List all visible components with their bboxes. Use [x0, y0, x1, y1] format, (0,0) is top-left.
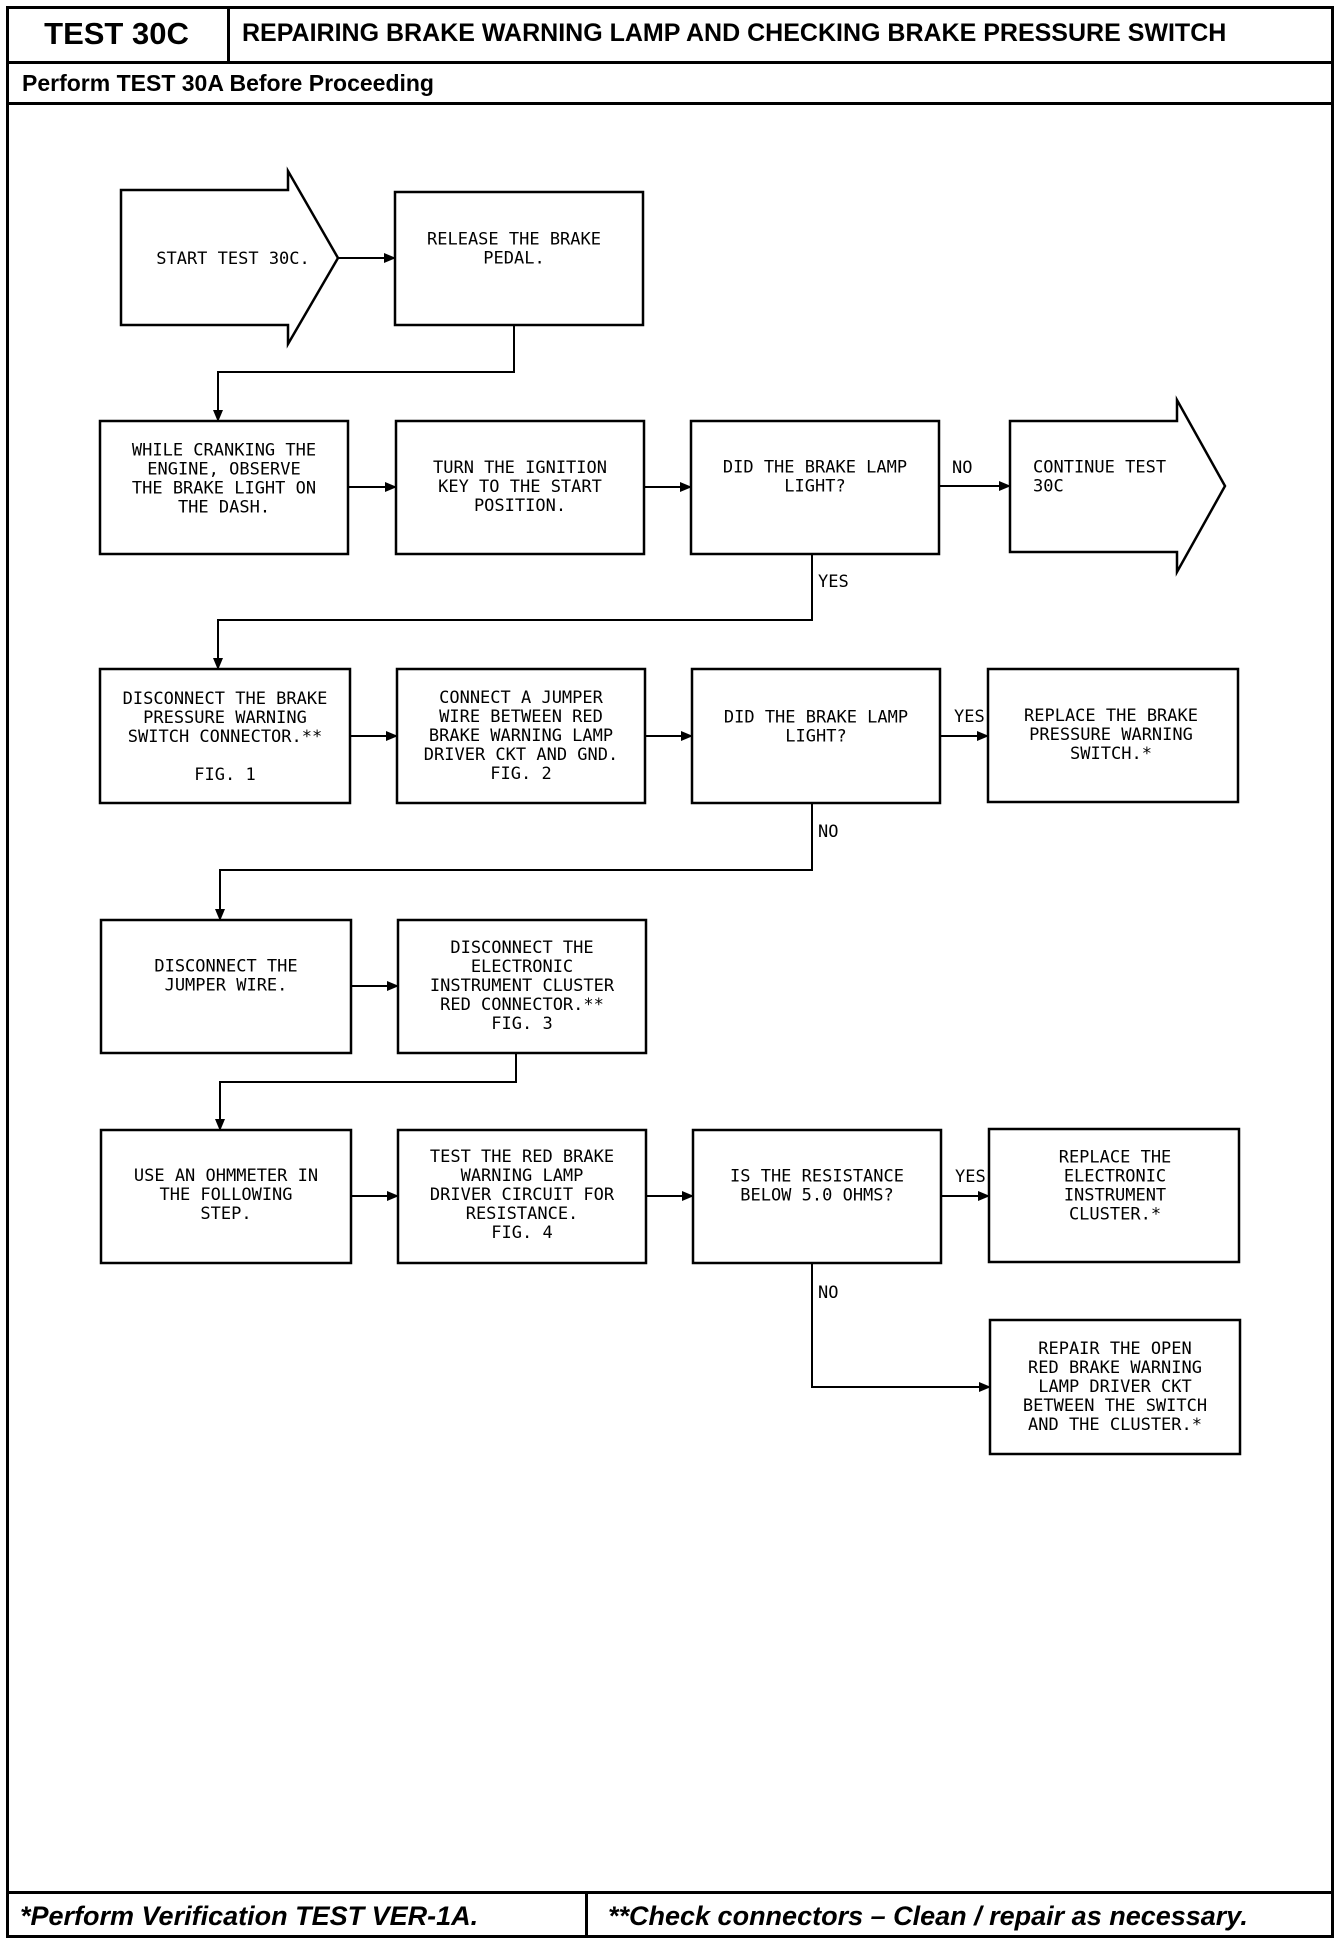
node-text-line: PRESSURE WARNING — [1029, 725, 1193, 745]
decision1-no-label: NO — [952, 458, 972, 478]
test-id: TEST 30C — [6, 6, 230, 64]
node-text-line: ELECTRONIC — [471, 957, 573, 977]
node-text-line: WIRE BETWEEN RED — [439, 707, 603, 727]
decision1-yes-label: YES — [818, 572, 849, 592]
edge-cluster-ohmmeter — [215, 1053, 517, 1131]
node-text-line: FIG. 2 — [490, 764, 551, 784]
node-text-line: DISCONNECT THE BRAKE — [123, 689, 328, 709]
node-text-line: STEP. — [200, 1204, 251, 1224]
start-arrow-shape — [119, 166, 340, 349]
repair-circuit-box — [988, 1318, 1242, 1456]
node-text-line: SWITCH.* — [1070, 744, 1152, 764]
page-title: REPAIRING BRAKE WARNING LAMP AND CHECKIN… — [230, 6, 1334, 64]
replace-cluster-box — [987, 1127, 1241, 1264]
node-text-line: WARNING LAMP — [461, 1166, 584, 1186]
node-text-line: THE DASH. — [178, 498, 270, 518]
footer-connector-note: **Check connectors – Clean / repair as n… — [588, 1891, 1334, 1938]
node-text-line: REPAIR THE OPEN — [1038, 1339, 1192, 1359]
node-text-line: THE BRAKE LIGHT ON — [132, 479, 316, 499]
node-text-line: CONNECT A JUMPER — [439, 688, 604, 708]
node-text-line: START TEST 30C. — [156, 249, 310, 269]
node-text-line: AND THE CLUSTER.* — [1028, 1415, 1202, 1435]
ohmmeter-box — [99, 1128, 353, 1265]
node-text-line: RESISTANCE. — [466, 1204, 579, 1224]
node-text-line: 30C — [1033, 477, 1064, 497]
page-frame — [6, 6, 1334, 1938]
decision2-yes-label: YES — [954, 707, 985, 727]
jumper-box — [395, 667, 647, 805]
node-text-line: INSTRUMENT CLUSTER — [430, 976, 615, 996]
continue-arrow-shape — [1008, 395, 1227, 577]
node-text-line: TURN THE IGNITION — [433, 458, 607, 478]
node-text-line: CLUSTER.* — [1069, 1205, 1161, 1225]
node-text-line: FIG. 3 — [491, 1014, 552, 1034]
edge-decision3-repair-circuit — [811, 1263, 991, 1392]
crank-box — [98, 419, 350, 556]
node-text-line: KEY TO THE START — [438, 477, 602, 497]
decision2-no-label: NO — [818, 822, 838, 842]
node-text-line: SWITCH CONNECTOR.** — [128, 727, 322, 747]
disconnect-cluster-box — [396, 918, 648, 1055]
node-text-line: LIGHT? — [785, 727, 846, 747]
node-text-line: CONTINUE TEST — [1033, 458, 1166, 478]
node-text-line: ELECTRONIC — [1064, 1167, 1166, 1187]
edge-release-crank — [213, 325, 515, 422]
start-text: START TEST 30C. — [156, 249, 310, 269]
edge-decision1-disconnect-switch — [213, 554, 813, 670]
node-text-line: REPLACE THE BRAKE — [1024, 706, 1198, 726]
node-text-line: INSTRUMENT — [1064, 1186, 1166, 1206]
node-text-line: DISCONNECT THE — [154, 957, 297, 977]
decision3-no-label: NO — [818, 1283, 838, 1303]
node-text-line: DID THE BRAKE LAMP — [723, 458, 907, 478]
node-text-line: THE FOLLOWING — [159, 1185, 292, 1205]
node-text-line: PRESSURE WARNING — [143, 708, 307, 728]
node-text-line: FIG. 1 — [194, 765, 255, 785]
node-text-line: PEDAL. — [483, 249, 544, 269]
node-text-line: BETWEEN THE SWITCH — [1023, 1396, 1207, 1416]
prerequisite-note: Perform TEST 30A Before Proceeding — [6, 64, 1334, 105]
node-text-line: BELOW 5.0 OHMS? — [740, 1186, 894, 1206]
node-text-line: DISCONNECT THE — [450, 938, 593, 958]
node-text-line: FIG. 4 — [491, 1223, 552, 1243]
node-text-line: POSITION. — [474, 496, 566, 516]
node-text-line: IS THE RESISTANCE — [730, 1167, 904, 1187]
node-text-line: DRIVER CIRCUIT FOR — [430, 1185, 615, 1205]
node-text-line: JUMPER WIRE. — [165, 976, 288, 996]
footer-verification-note: *Perform Verification TEST VER-1A. — [6, 1891, 588, 1938]
decision2-box — [690, 667, 942, 805]
node-text-line: RED BRAKE WARNING — [1028, 1358, 1202, 1378]
node-text-line: BRAKE WARNING LAMP — [429, 726, 613, 746]
node-text-line: REPLACE THE — [1059, 1148, 1172, 1168]
node-text-line: DRIVER CKT AND GND. — [424, 745, 618, 765]
node-text-line: ENGINE, OBSERVE — [147, 460, 301, 480]
node-text-line: DID THE BRAKE LAMP — [724, 708, 908, 728]
node-text-line: TEST THE RED BRAKE — [430, 1147, 614, 1167]
decision3-yes-label: YES — [955, 1167, 986, 1187]
edge-decision2-disconnect-jumper — [215, 803, 813, 921]
node-text-line: LIGHT? — [784, 477, 845, 497]
node-text-line: RELEASE THE BRAKE — [427, 230, 601, 250]
node-text-line: USE AN OHMMETER IN — [134, 1166, 318, 1186]
disconnect-jumper-box — [99, 918, 353, 1055]
node-text-line: RED CONNECTOR.** — [440, 995, 604, 1015]
node-text-line: WHILE CRANKING THE — [132, 441, 316, 461]
node-text-line: LAMP DRIVER CKT — [1038, 1377, 1192, 1397]
